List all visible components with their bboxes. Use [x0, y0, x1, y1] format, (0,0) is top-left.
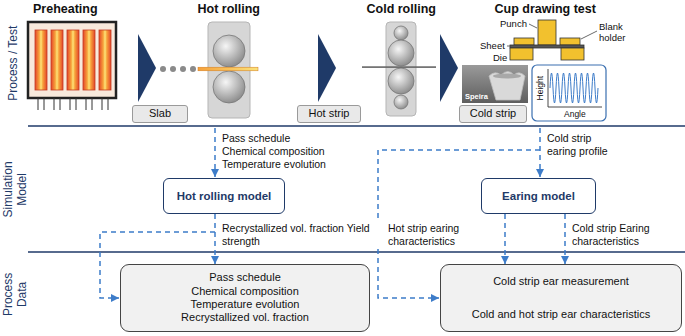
- earing-plot: [532, 65, 606, 121]
- node-text: Recrystallized vol. fraction: [181, 311, 309, 324]
- node-text: Pass schedule: [209, 271, 281, 284]
- cup-photo: [462, 65, 528, 103]
- cold-rolling-mill: [362, 22, 436, 116]
- axis-label: Angle: [564, 109, 586, 119]
- axis-label: Height: [535, 76, 545, 101]
- step-heading: Preheating: [33, 2, 98, 17]
- band-separators: [28, 126, 685, 252]
- part-name: Blank holder: [599, 21, 639, 44]
- node-text: Earing model: [502, 189, 575, 203]
- band-label: Simulation Model: [1, 153, 30, 225]
- node-text: Hot strip: [309, 107, 350, 120]
- node-text: Cold strip: [470, 107, 516, 120]
- connectors: [215, 214, 565, 264]
- data-box: Pass scheduleChemical compositionTempera…: [120, 264, 370, 332]
- flow-note: Chemical composition: [222, 145, 325, 158]
- photo-watermark: Speira: [465, 92, 488, 101]
- flow-note: Temperature evolution: [222, 158, 326, 171]
- material-tag: Hot strip: [297, 105, 361, 123]
- band-label: Process / Test: [6, 26, 20, 101]
- data-flow-arrow: [564, 214, 566, 264]
- data-flow-arrow: [504, 214, 506, 264]
- edge-label: Hot strip earing characteristics: [388, 222, 498, 247]
- node-text: Hot rolling model: [177, 189, 272, 203]
- data-box: Cold strip ear measurementCold and hot s…: [440, 264, 682, 332]
- node-text: Chemical composition: [191, 285, 299, 298]
- hot-rolling-mill: [160, 22, 258, 118]
- data-flow-arrow: [214, 214, 216, 264]
- node-text: Cold and hot strip ear characteristics: [472, 308, 651, 321]
- part-name: Die: [493, 52, 507, 63]
- node-text: Slab: [149, 107, 171, 120]
- edge-label: Cold strip Earing characteristics: [572, 222, 680, 247]
- part-name: Sheet: [480, 40, 505, 51]
- edge-label: Recrystallized vol. fraction Yield stren…: [222, 222, 382, 247]
- node-text: Temperature evolution: [191, 298, 300, 311]
- material-tag: Cold strip: [459, 105, 527, 123]
- flow-note: Cold strip earing profile: [547, 132, 622, 157]
- step-heading: Hot rolling: [198, 2, 261, 17]
- model-box: Hot rolling model: [163, 178, 285, 214]
- material-tag: Slab: [132, 105, 188, 123]
- part-name: Punch: [500, 18, 527, 29]
- band-label: Process Data: [1, 266, 30, 322]
- step-heading: Cup drawing test: [495, 2, 596, 17]
- model-box: Earing model: [481, 178, 596, 214]
- flow-note: Pass schedule: [222, 132, 290, 145]
- furnace: [28, 22, 116, 110]
- step-heading: Cold rolling: [367, 2, 436, 17]
- node-text: Cold strip ear measurement: [493, 275, 629, 288]
